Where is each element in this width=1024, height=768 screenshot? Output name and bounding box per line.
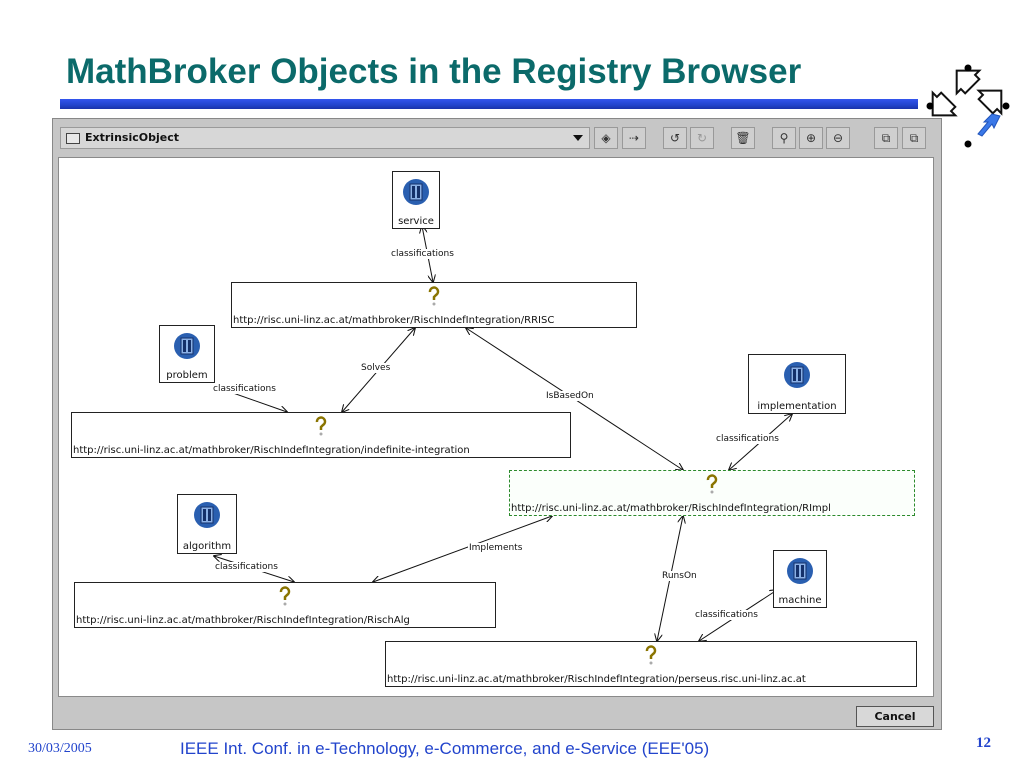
edge-label-classifications-service: classifications — [390, 249, 455, 259]
add-node-button[interactable]: ◈ — [594, 127, 618, 149]
node-rischalg[interactable]: http://risc.uni-linz.ac.at/mathbroker/Ri… — [74, 582, 496, 628]
node-rrisc[interactable]: http://risc.uni-linz.ac.at/mathbroker/Ri… — [231, 282, 637, 328]
node-indefinite-url: http://risc.uni-linz.ac.at/mathbroker/Ri… — [73, 445, 470, 456]
university-logo-icon — [926, 64, 1010, 148]
delete-button[interactable]: 🗑 — [731, 127, 755, 149]
add-node-icon: ◈ — [601, 131, 611, 145]
zoom-button[interactable]: ⚲ — [772, 127, 796, 149]
undo-button[interactable]: ↺ — [663, 127, 687, 149]
node-rimpl-url: http://risc.uni-linz.ac.at/mathbroker/Ri… — [511, 503, 831, 514]
layout-icon: ⧉ — [881, 131, 891, 145]
node-implementation[interactable]: implementation — [748, 354, 846, 414]
problem-icon — [174, 333, 200, 359]
zoom-in-icon: ⊕ — [805, 131, 817, 145]
zoom-out-button[interactable]: ⊖ — [826, 127, 850, 149]
edge-label-runson: RunsOn — [661, 571, 698, 581]
node-indefinite-integration[interactable]: http://risc.uni-linz.ac.at/mathbroker/Ri… — [71, 412, 571, 458]
object-type-select[interactable]: ExtrinsicObject — [60, 127, 590, 149]
zoom-out-icon: ⊖ — [832, 131, 844, 145]
add-link-icon: ⇢ — [628, 131, 640, 145]
node-machine[interactable]: machine — [773, 550, 827, 608]
unknown-object-icon — [645, 645, 657, 665]
node-perseus-url: http://risc.uni-linz.ac.at/mathbroker/Ri… — [387, 674, 806, 685]
unknown-object-icon — [428, 286, 440, 306]
edge-label-implements: Implements — [468, 543, 524, 553]
edge-label-classifications-algorithm: classifications — [214, 562, 279, 572]
redo-button[interactable]: ↻ — [690, 127, 714, 149]
redo-icon: ↻ — [696, 131, 708, 145]
edge-label-classifications-machine: classifications — [694, 610, 759, 620]
footer-date: 30/03/2005 — [28, 741, 92, 756]
node-algorithm-label: algorithm — [182, 541, 232, 552]
edge-label-solves: Solves — [360, 363, 392, 373]
node-rischalg-url: http://risc.uni-linz.ac.at/mathbroker/Ri… — [76, 615, 410, 626]
zoom-in-button[interactable]: ⊕ — [799, 127, 823, 149]
folder-icon — [66, 133, 80, 144]
undo-icon: ↺ — [669, 131, 681, 145]
chevron-down-icon — [573, 135, 583, 141]
registry-browser-window: ExtrinsicObject ◈ ⇢ ↺ ↻ 🗑 ⚲ ⊕ ⊖ ⧉ ⧉ — [52, 118, 942, 730]
node-algorithm[interactable]: algorithm — [177, 494, 237, 554]
edge-label-classifications-problem: classifications — [212, 384, 277, 394]
unknown-object-icon — [315, 416, 327, 436]
edge-rimpl-rischalg — [373, 516, 552, 582]
toolbar: ExtrinsicObject ◈ ⇢ ↺ ↻ 🗑 ⚲ ⊕ ⊖ ⧉ ⧉ — [58, 125, 932, 155]
page-number: 12 — [976, 735, 991, 751]
layout-alt-icon: ⧉ — [909, 131, 919, 145]
service-icon — [403, 179, 429, 205]
delete-icon: 🗑 — [735, 131, 751, 145]
implementation-icon — [784, 362, 810, 388]
slide-title: MathBroker Objects in the Registry Brows… — [66, 52, 802, 91]
node-problem[interactable]: problem — [159, 325, 215, 383]
algorithm-icon — [194, 502, 220, 528]
machine-icon — [787, 558, 813, 584]
node-machine-label: machine — [778, 595, 822, 606]
layout-button[interactable]: ⧉ — [874, 127, 898, 149]
layout-alt-button[interactable]: ⧉ — [902, 127, 926, 149]
graph-canvas[interactable]: service problem implementation algorithm… — [58, 157, 934, 697]
node-service[interactable]: service — [392, 171, 440, 229]
cancel-button[interactable]: Cancel — [856, 706, 934, 727]
add-link-button[interactable]: ⇢ — [622, 127, 646, 149]
edge-label-isbasedon: IsBasedOn — [545, 391, 595, 401]
node-problem-label: problem — [166, 370, 208, 381]
edge-label-classifications-implementation: classifications — [715, 434, 780, 444]
node-implementation-label: implementation — [757, 401, 837, 412]
unknown-object-icon — [706, 474, 718, 494]
footer-conference: IEEE Int. Conf. in e-Technology, e-Comme… — [180, 739, 710, 758]
zoom-icon: ⚲ — [779, 131, 789, 145]
node-rimpl[interactable]: http://risc.uni-linz.ac.at/mathbroker/Ri… — [509, 470, 915, 516]
node-rrisc-url: http://risc.uni-linz.ac.at/mathbroker/Ri… — [233, 315, 555, 326]
node-perseus[interactable]: http://risc.uni-linz.ac.at/mathbroker/Ri… — [385, 641, 917, 687]
object-type-value: ExtrinsicObject — [85, 131, 179, 144]
unknown-object-icon — [279, 586, 291, 606]
node-service-label: service — [398, 216, 434, 227]
title-rule — [60, 99, 918, 109]
